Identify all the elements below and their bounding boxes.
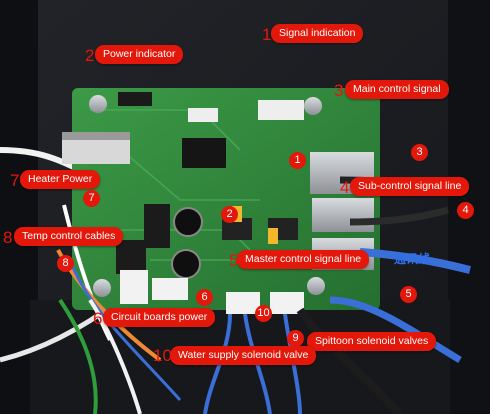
callout-number-4: 4 (340, 178, 350, 197)
callout-master-control-signal-line: Master control signal line (237, 250, 370, 269)
photo-badge-8: 8 (57, 255, 74, 272)
photo-badge-9: 9 (287, 330, 304, 347)
photo-badge-3: 3 (411, 144, 428, 161)
photo-badge-5: 5 (400, 286, 417, 303)
photo-badge-2: 2 (221, 206, 238, 223)
callout-number-1: 1 (262, 25, 272, 44)
callout-water-supply-solenoid-valve: Water supply solenoid valve (170, 346, 317, 365)
callout-temp-control-cables: Temp control cables (14, 227, 124, 246)
callout-number-6: 6 (93, 309, 103, 328)
communication-cable-label: 通讯线 (394, 252, 431, 266)
photo-badge-4: 4 (457, 202, 474, 219)
callout-number-3: 3 (334, 81, 344, 100)
callout-number-8: 8 (3, 228, 13, 247)
callout-number-7: 7 (10, 171, 20, 190)
callout-spittoon-solenoid-valves: Spittoon solenoid valves (307, 332, 437, 351)
photo-badge-6: 6 (196, 289, 213, 306)
callout-main-control-signal: Main control signal (345, 80, 449, 99)
photo-badge-7: 7 (83, 190, 100, 207)
callout-number-5: 5 (229, 251, 239, 270)
callout-sub-control-signal-line: Sub-control signal line (350, 177, 470, 196)
photo-badge-1: 1 (289, 152, 306, 169)
photo-badge-10: 10 (255, 305, 272, 322)
callout-number-10: 10 (153, 346, 172, 365)
callout-signal-indication: Signal indication (271, 24, 364, 43)
callout-heater-power: Heater Power (20, 170, 101, 189)
callout-power-indicator: Power indicator (95, 45, 184, 64)
callout-circuit-boards-power: Circuit boards power (103, 308, 216, 327)
callout-number-2: 2 (85, 46, 95, 65)
